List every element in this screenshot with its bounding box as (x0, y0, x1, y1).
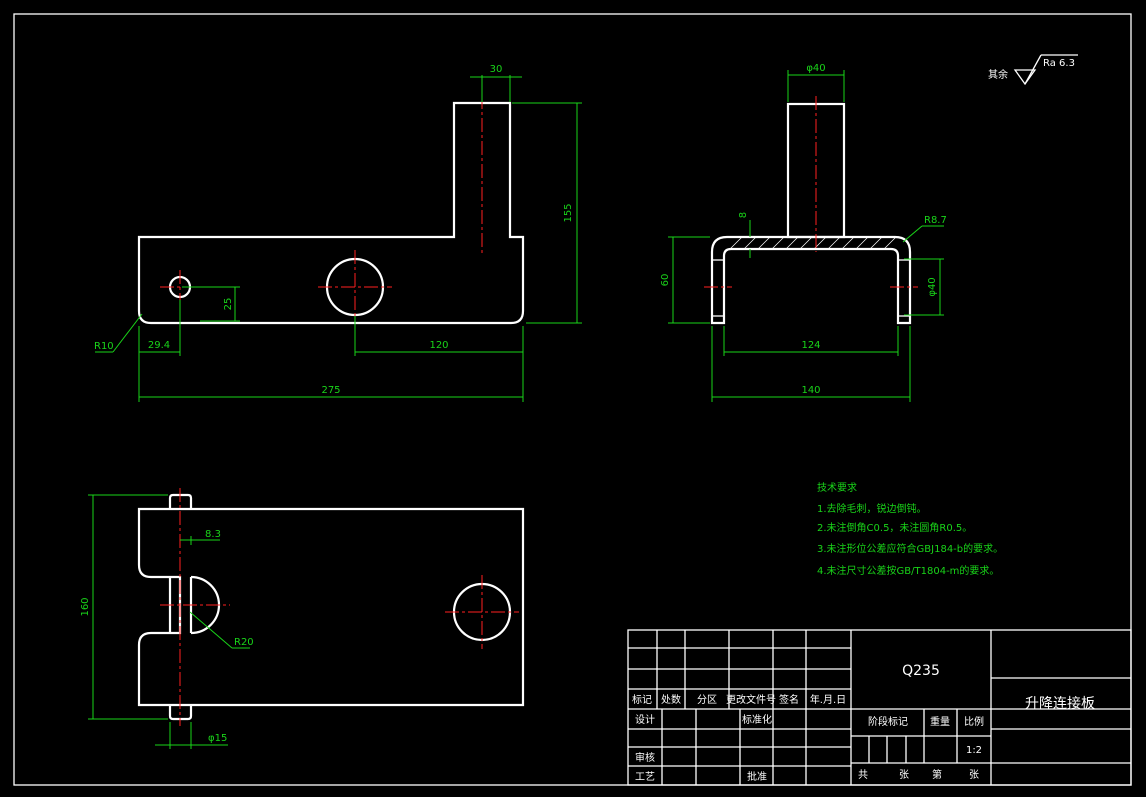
dim-hole-offset: 25 (223, 298, 234, 311)
dim-slot-radius: R20 (234, 637, 254, 648)
dim-hole-spacing: 120 (429, 340, 448, 351)
process-label: 工艺 (635, 771, 655, 783)
front-view: 30 155 25 29.4 120 275 R10 (94, 64, 582, 402)
sheet-unit-label: 张 (899, 769, 909, 781)
front-view-outline (137, 101, 525, 325)
dim-pin-dia-top: φ15 (208, 733, 227, 744)
sheets-total-label: 共 (858, 769, 868, 781)
tech-item-4: 4.未注尺寸公差按GB/T1804-m的要求。 (817, 564, 999, 577)
scale-value: 1:2 (966, 745, 982, 756)
tech-requirements: 技术要求 1.去除毛刺，锐边倒钝。 2.未注倒角C0.5，未注圆角R0.5。 3… (817, 481, 1003, 577)
rev-header-mark: 标记 (632, 694, 652, 706)
dim-height-60: 60 (660, 274, 671, 287)
design-label: 设计 (635, 713, 655, 726)
dim-pin-dia: φ40 (806, 63, 825, 74)
material: Q235 (902, 663, 940, 679)
rev-header-date: 年.月.日 (810, 693, 846, 706)
title-block: Q235 升降连接板 标记 处数 分区 更改文件号 签名 年.月.日 设计 标准… (627, 629, 1132, 786)
dim-hole-dia: φ40 (927, 277, 938, 296)
side-view-bent-plate (710, 235, 912, 325)
rev-header-doc: 更改文件号 (726, 693, 776, 706)
dim-top-width: 30 (490, 64, 503, 75)
dim-edge-offset: 29.4 (148, 340, 170, 351)
roughness-prefix: 其余 (988, 68, 1008, 81)
drawing-border (13, 13, 1132, 786)
standardize-label: 标准化 (742, 713, 772, 726)
roughness-value: Ra 6.3 (1043, 58, 1075, 69)
tech-title: 技术要求 (817, 481, 857, 494)
top-view-outline (137, 507, 525, 707)
sheet-no-label: 第 (932, 768, 942, 781)
scale-label: 比例 (964, 715, 984, 728)
rev-header-zone: 分区 (697, 694, 717, 706)
review-label: 审核 (635, 751, 655, 764)
dim-corner-radius: R10 (94, 341, 114, 352)
tech-item-3: 3.未注形位公差应符合GBJ184-b的要求。 (817, 542, 1003, 555)
rev-header-count: 处数 (661, 693, 681, 706)
roughness-symbol: 其余 Ra 6.3 (988, 54, 1078, 86)
tech-item-2: 2.未注倒角C0.5，未注圆角R0.5。 (817, 521, 972, 534)
dim-outer-width: 140 (801, 385, 820, 396)
dim-bend-radius: R8.7 (924, 215, 947, 226)
tech-item-1: 1.去除毛刺，锐边倒钝。 (817, 502, 927, 515)
rev-header-sign: 签名 (779, 693, 799, 706)
stage-label: 阶段标记 (868, 715, 908, 728)
top-view: 160 8.3 R20 φ15 (80, 488, 525, 749)
dim-top-height: 160 (80, 597, 91, 616)
dim-overall-length: 275 (321, 385, 340, 396)
weight-label: 重量 (930, 715, 950, 728)
side-view-hatching (729, 236, 897, 250)
sheet-unit-label-2: 张 (969, 769, 979, 781)
dim-slot-width: 8.3 (205, 529, 221, 540)
part-name: 升降连接板 (1025, 695, 1095, 712)
dim-inner-width: 124 (801, 340, 820, 351)
side-view: φ40 8 R8.7 60 φ40 124 140 (660, 63, 947, 402)
dim-thickness: 8 (738, 212, 749, 218)
approve-label: 批准 (747, 770, 767, 783)
dim-height: 155 (563, 203, 574, 222)
